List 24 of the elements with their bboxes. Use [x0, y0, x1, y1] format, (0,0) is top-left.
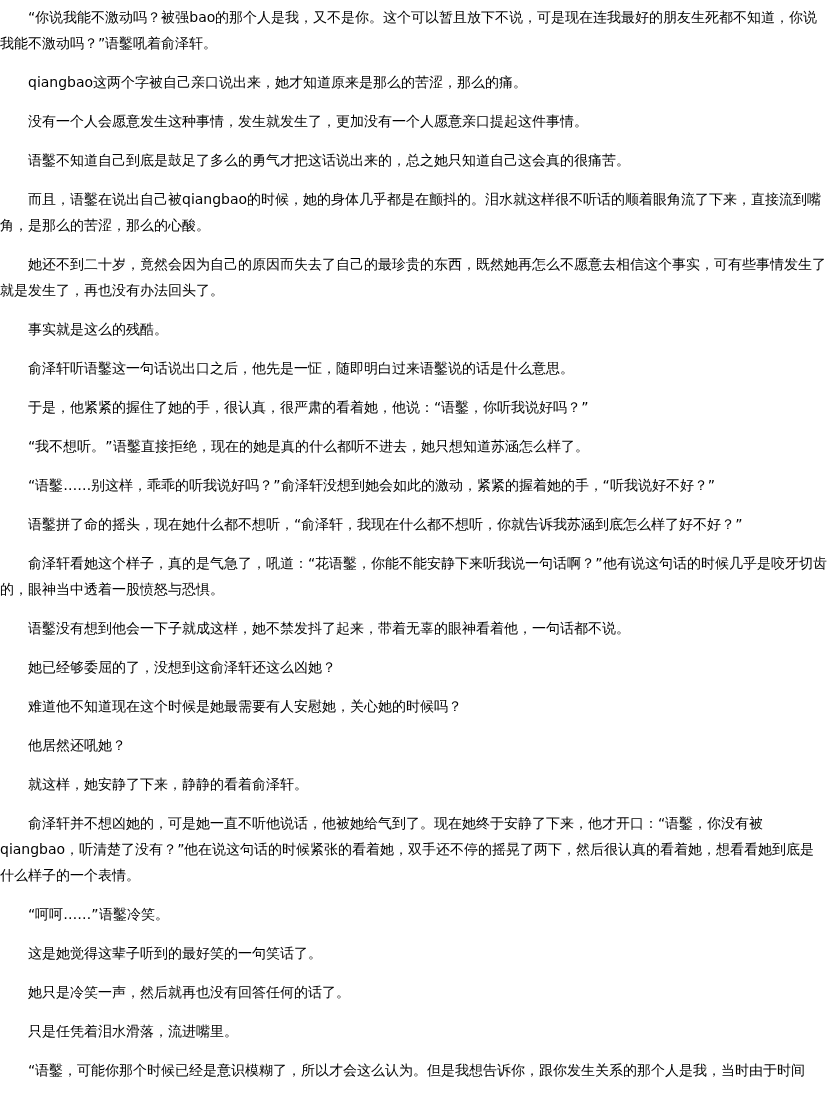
paragraph: 没有一个人会愿意发生这种事情，发生就发生了，更加没有一个人愿意亲口提起这件事情。: [27, 112, 589, 131]
paragraph: 语鑿拼了命的摇头，现在她什么都不想听，“俞泽轩，我现在什么都不想听，你就告诉我苏涵到底怎么样了好不好？”: [27, 515, 744, 534]
paragraph: “你说我能不激动吗？被强bao的那个人是我，又不是你。这个可以暂且放下不说，可是现在连我最好的朋友生死都不知道，你说我能不激动吗？”语鑿吼着俞泽轩。: [0, 8, 819, 53]
paragraph: 语鑿不知道自己到底是鼓足了多么的勇气才把这话说出来的，总之她只知道自己这会真的很痛苦。: [27, 151, 631, 170]
paragraph: 语鑿没有想到他会一下子就成这样，她不禁发抖了起来，带着无辜的眼神看着他，一句话都不说。: [27, 619, 631, 638]
paragraph: 她只是冷笑一声，然后就再也没有回答任何的话了。: [27, 983, 351, 1002]
paragraph: “语鑿，可能你那个时候已经是意识模糊了，所以才会这么认为。但是我想告诉你，跟你发生关系的那个人是我，当时由于时间: [27, 1061, 807, 1080]
paragraph: 俞泽轩看她这个样子，真的是气急了，吼道：“花语鑿，你能不能安静下来听我说一句话啊？”他有说这句话的时候几乎是咬牙切齿的，眼神当中透着一股愤怒与恐惧。: [0, 554, 828, 599]
paragraph: 他居然还吼她？: [27, 736, 127, 755]
paragraph: qiangbao这两个字被自己亲口说出来，她才知道原来是那么的苦涩，那么的痛。: [27, 73, 529, 92]
paragraph: 难道他不知道现在这个时候是她最需要有人安慰她，关心她的时候吗？: [27, 697, 463, 716]
paragraph: “语鑿……别这样，乖乖的听我说好吗？”俞泽轩没想到她会如此的激动，紧紧的握着她的手，“听我说好不好？”: [27, 476, 716, 495]
paragraph: 她还不到二十岁，竟然会因为自己的原因而失去了自己的最珍贵的东西，既然她再怎么不愿意去相信这个事实，可有些事情发生了就是发生了，再也没有办法回头了。: [0, 255, 827, 300]
paragraph: 这是她觉得这辈子听到的最好笑的一句笑话了。: [27, 944, 323, 963]
paragraph: “我不想听。”语鑿直接拒绝，现在的她是真的什么都听不进去，她只想知道苏涵怎么样了。: [27, 437, 590, 456]
paragraph: 俞泽轩并不想凶她的，可是她一直不听他说话，他被她给气到了。现在她终于安静了下来，他才开口：“语鑿，你没有被qiangbao，听清楚了没有？”他在说这句话的时候紧张的看着她，双手还不停的摇晃了两下，然后很认真的看着她，想看看她到底是什么样子的一个表情。: [0, 814, 816, 885]
paragraph: 俞泽轩听语鑿这一句话说出口之后，他先是一怔，随即明白过来语鑿说的话是什么意思。: [27, 359, 575, 378]
paragraph: 就这样，她安静了下来，静静的看着俞泽轩。: [27, 775, 309, 794]
paragraph: 而且，语鑿在说出自己被qiangbao的时候，她的身体几乎都是在颤抖的。泪水就这样很不听话的顺着眼角流了下来，直接流到嘴角，是那么的苦涩，那么的心酸。: [0, 190, 823, 235]
paragraph: “呵呵……”语鑿冷笑。: [27, 905, 170, 924]
paragraph: 于是，他紧紧的握住了她的手，很认真，很严肃的看着她，他说：“语鑿，你听我说好吗？”: [27, 398, 590, 417]
paragraph: 事实就是这么的残酷。: [27, 320, 169, 339]
paragraph: 只是任凭着泪水滑落，流进嘴里。: [27, 1022, 239, 1041]
paragraph: 她已经够委屈的了，没想到这俞泽轩还这么凶她？: [27, 658, 337, 677]
